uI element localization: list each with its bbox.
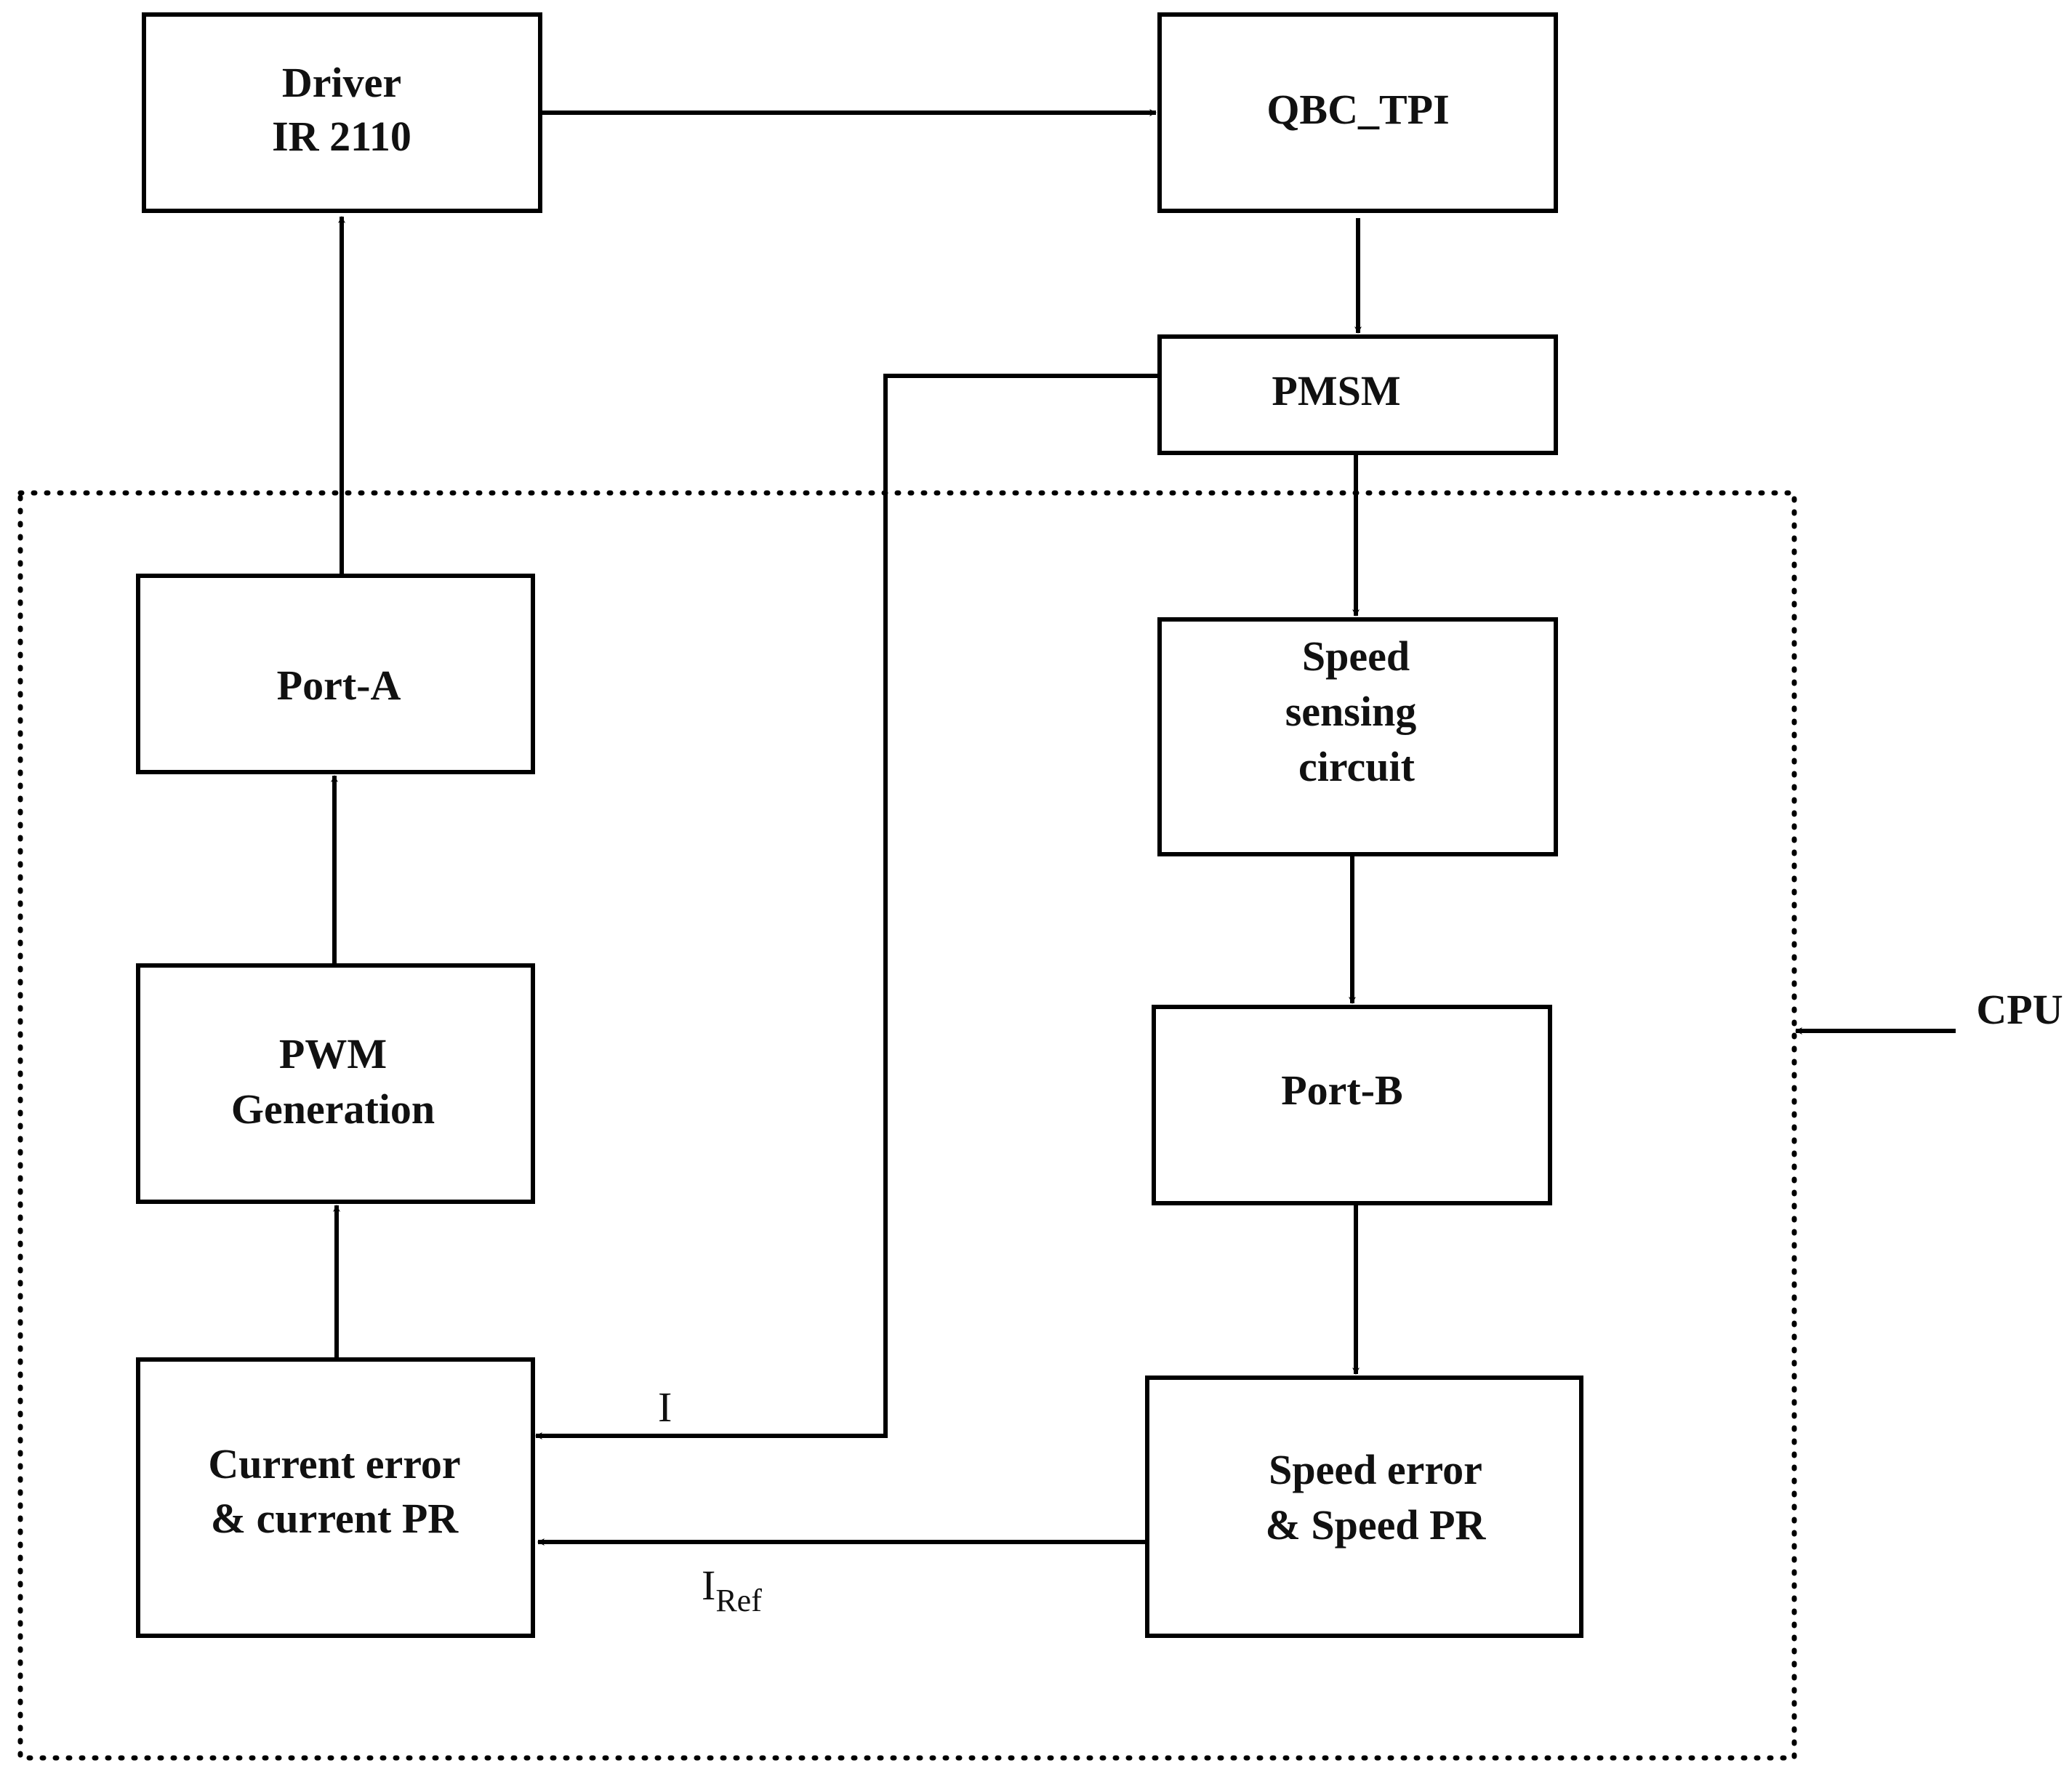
port-b-block: Port-B	[1152, 1005, 1552, 1205]
pwm-label-line-1: PWM	[279, 1030, 387, 1077]
connectors	[331, 109, 1956, 1546]
cpu-label: CPU	[1976, 986, 2063, 1033]
pwm-generation-block: PWM Generation	[136, 963, 535, 1204]
driver-label-line-2: IR 2110	[272, 113, 411, 160]
speed-pr-label-line-2: & Speed PR	[1266, 1501, 1487, 1549]
reference-signal-main: I	[702, 1562, 715, 1609]
current-pr-label-line-2: & current PR	[211, 1495, 459, 1542]
speed-pr-block: Speed error & Speed PR	[1145, 1376, 1583, 1638]
current-signal-label: I	[658, 1384, 672, 1431]
port-a-block: Port-A	[136, 574, 535, 774]
reference-signal-label: IRef	[702, 1562, 762, 1618]
current-pr-block: Current error & current PR	[136, 1357, 535, 1638]
driver-label-line-1: Driver	[282, 59, 401, 106]
cpu-boundary	[17, 490, 1797, 1761]
qbc-tpi-label: QBC_TPI	[1266, 86, 1449, 133]
speed-pr-label-line-1: Speed error	[1269, 1446, 1482, 1493]
speed-sensing-block: Speed sensing circuit	[1157, 617, 1558, 856]
pwm-label-line-2: Generation	[231, 1085, 435, 1133]
driver-block: Driver IR 2110	[142, 12, 542, 213]
port-b-label: Port-B	[1281, 1067, 1403, 1114]
speed-sensing-label-line-2: sensing	[1285, 688, 1417, 735]
current-pr-label-line-1: Current error	[208, 1440, 460, 1487]
pmsm-block: PMSM	[1157, 334, 1558, 455]
speed-sensing-label-line-1: Speed	[1302, 632, 1410, 680]
pmsm-label: PMSM	[1272, 367, 1400, 414]
qbc-tpi-block: QBC_TPI	[1157, 12, 1558, 213]
arrow-current-feedback	[535, 374, 1161, 1439]
reference-signal-subscript: Ref	[715, 1583, 762, 1618]
port-a-label: Port-A	[277, 662, 401, 709]
speed-sensing-label-line-3: circuit	[1298, 743, 1416, 790]
